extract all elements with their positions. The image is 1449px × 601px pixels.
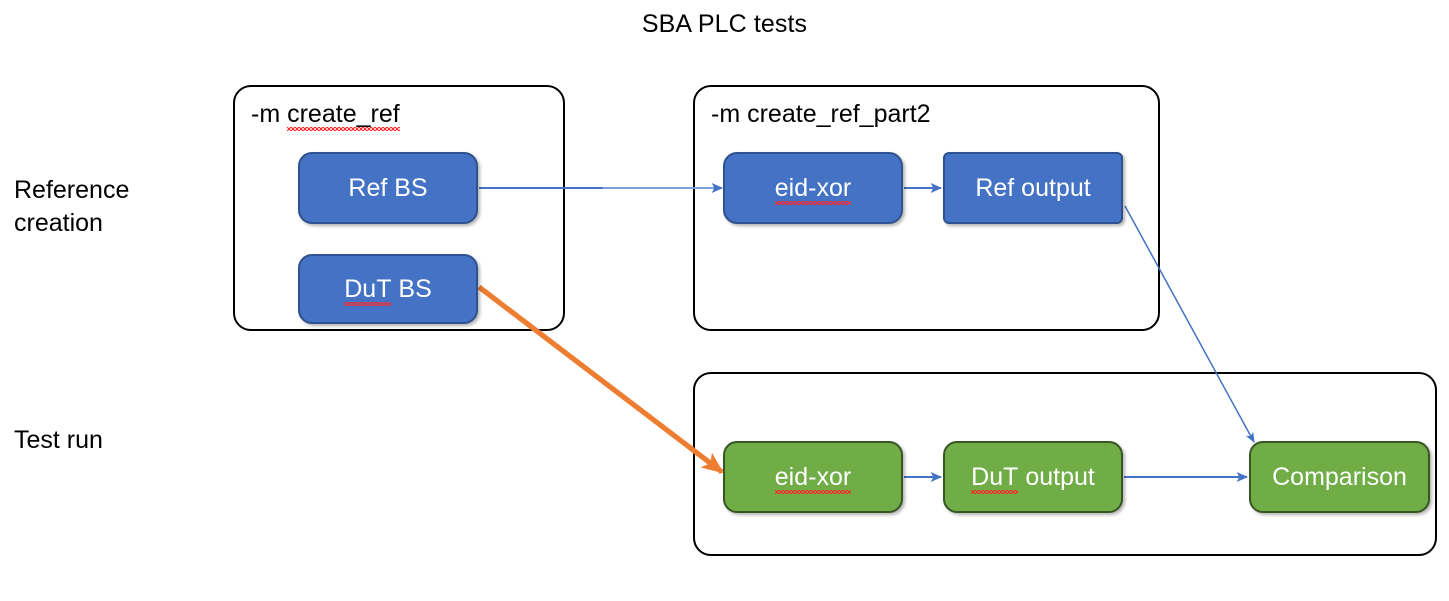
node-dut-output[interactable]: DuT output bbox=[943, 441, 1123, 513]
node-dut-output-label-misspelled: DuT bbox=[971, 462, 1019, 494]
node-dut-bs-label-rest: BS bbox=[391, 274, 432, 303]
node-eid-xor-reference-label: eid-xor bbox=[774, 173, 852, 205]
page-title: SBA PLC tests bbox=[641, 10, 808, 38]
row-label-reference-creation: Reference creation bbox=[14, 176, 130, 237]
node-ref-output-label: Ref output bbox=[975, 173, 1091, 202]
node-dut-bs-label-misspelled: DuT bbox=[344, 274, 392, 306]
node-ref-output[interactable]: Ref output bbox=[943, 152, 1123, 224]
node-dut-output-label: DuT output bbox=[971, 462, 1095, 494]
row-label-test-run: Test run bbox=[14, 426, 103, 454]
node-comparison[interactable]: Comparison bbox=[1249, 441, 1430, 513]
node-eid-xor-test-run-label: eid-xor bbox=[774, 462, 852, 494]
group-label-create-ref: -m create_ref bbox=[251, 100, 400, 131]
group-label-create-ref-part2: -m create_ref_part2 bbox=[711, 100, 931, 129]
node-dut-bs[interactable]: DuT BS bbox=[298, 254, 478, 324]
group-label-create-ref-code: create_ref bbox=[287, 100, 400, 131]
group-label-create-ref-prefix: -m bbox=[251, 100, 288, 128]
node-dut-bs-label: DuT BS bbox=[344, 274, 432, 306]
group-label-create-ref-part2-prefix: -m bbox=[711, 100, 748, 128]
node-ref-bs[interactable]: Ref BS bbox=[298, 152, 478, 224]
node-eid-xor-test-run[interactable]: eid-xor bbox=[723, 441, 903, 513]
group-create-ref bbox=[233, 85, 565, 331]
node-comparison-label: Comparison bbox=[1272, 462, 1407, 491]
node-dut-output-label-rest: output bbox=[1018, 462, 1095, 491]
group-label-create-ref-part2-code: create_ref_part2 bbox=[747, 100, 931, 128]
node-eid-xor-reference[interactable]: eid-xor bbox=[723, 152, 903, 224]
node-ref-bs-label: Ref BS bbox=[348, 173, 428, 202]
